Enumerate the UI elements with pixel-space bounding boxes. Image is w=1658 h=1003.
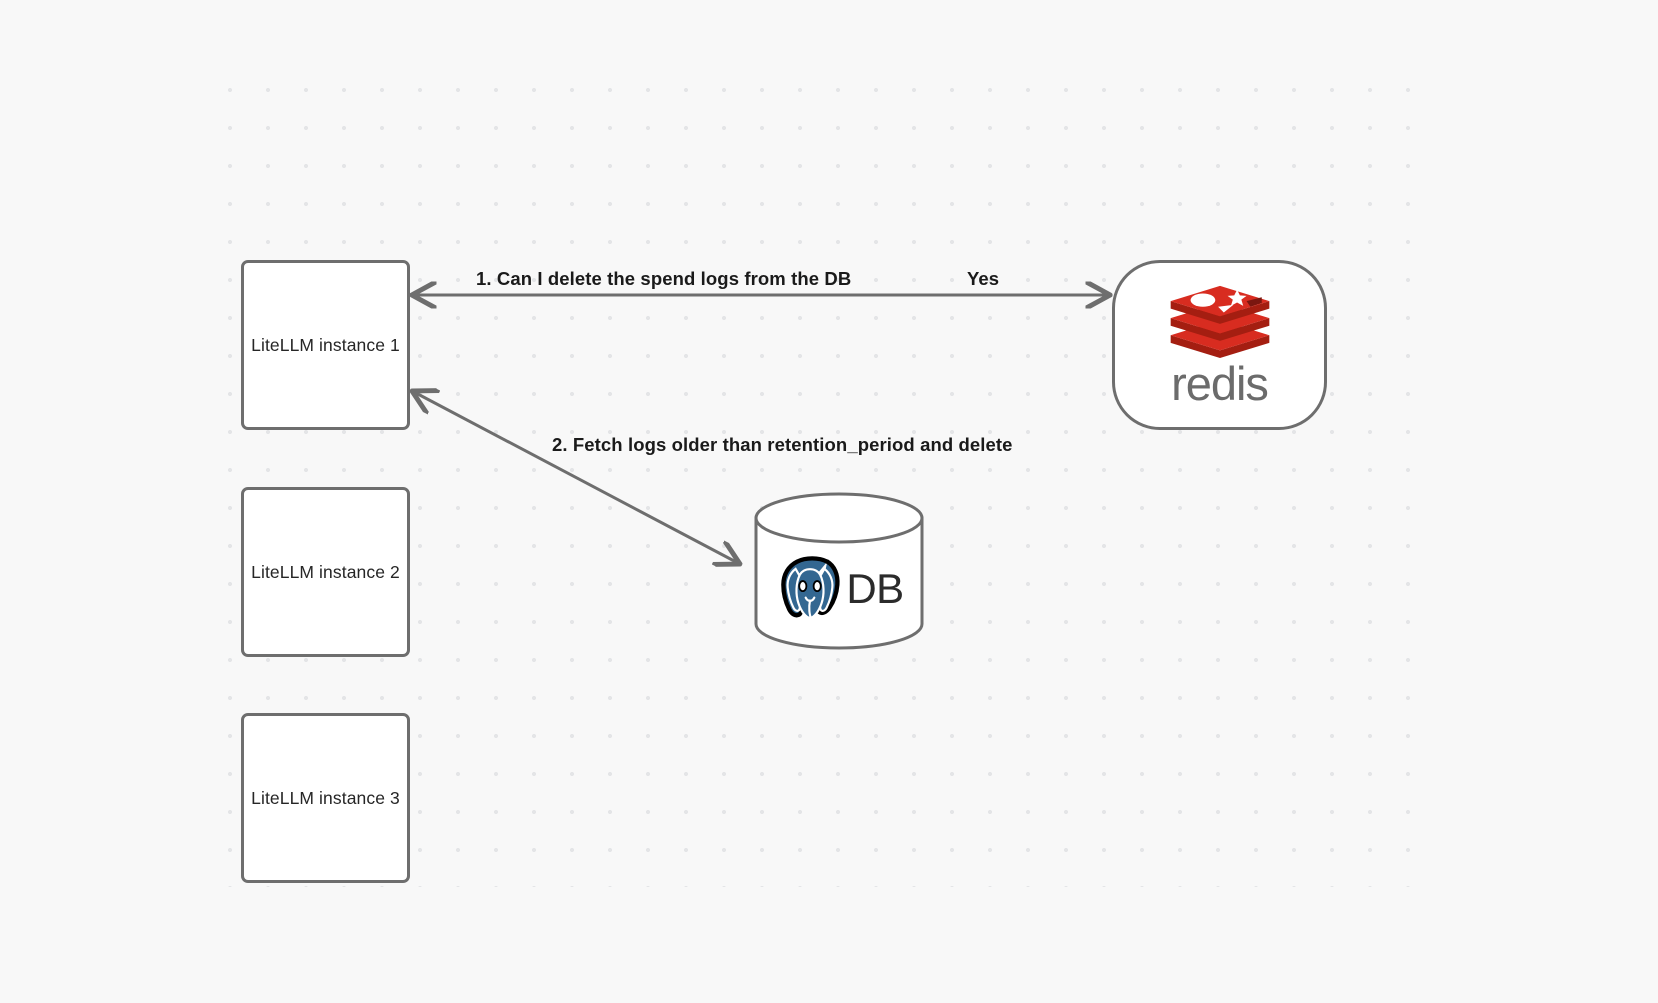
edge-litellm1-db xyxy=(414,392,738,563)
node-litellm-instance-1-label: LiteLLM instance 1 xyxy=(251,334,400,355)
redis-wordmark: redis xyxy=(1171,356,1269,410)
node-litellm-instance-3[interactable]: LiteLLM instance 3 xyxy=(241,713,410,883)
postgresql-elephant-icon xyxy=(781,556,840,621)
node-litellm-instance-1[interactable]: LiteLLM instance 1 xyxy=(241,260,410,430)
node-litellm-instance-2-label: LiteLLM instance 2 xyxy=(251,561,400,582)
node-litellm-instance-3-label: LiteLLM instance 3 xyxy=(251,787,400,808)
db-label: DB xyxy=(846,565,904,612)
db-content: DB xyxy=(753,544,925,634)
edge-label-step-1: 1. Can I delete the spend logs from the … xyxy=(476,268,852,289)
node-database[interactable]: DB xyxy=(753,492,925,650)
redis-logo-icon: redis xyxy=(1163,284,1277,407)
edge-label-step-2: 2. Fetch logs older than retention_perio… xyxy=(552,434,1013,455)
node-redis[interactable]: redis xyxy=(1112,260,1327,430)
node-litellm-instance-2[interactable]: LiteLLM instance 2 xyxy=(241,487,410,657)
edge-label-yes: Yes xyxy=(967,268,1000,289)
redis-cubes-icon xyxy=(1170,285,1269,358)
